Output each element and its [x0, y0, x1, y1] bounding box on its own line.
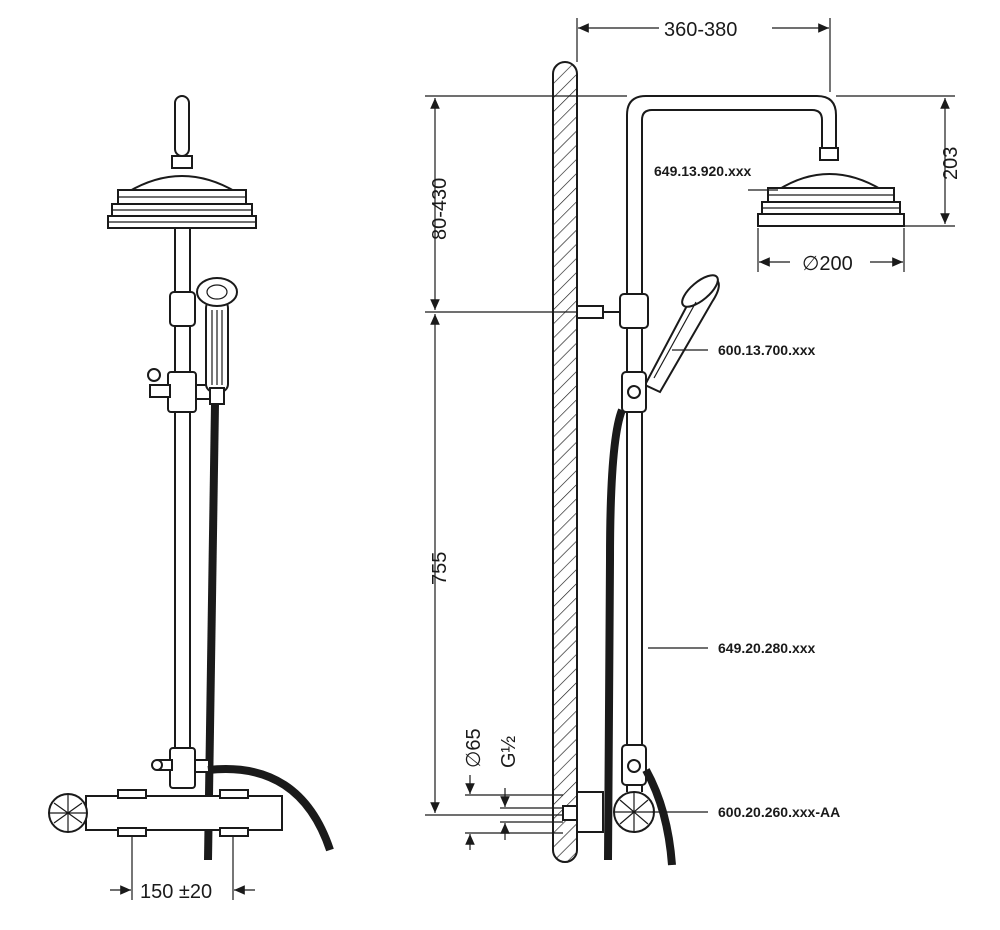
front-shower-head	[107, 175, 257, 229]
front-thermostat	[48, 789, 283, 837]
height-dimensions	[425, 95, 627, 816]
projection-dimension	[576, 18, 831, 92]
head-diameter-dimension	[757, 228, 905, 272]
head-drop-dimension	[836, 95, 955, 227]
thermostat-part-number: 600.20.260.xxx-AA	[718, 804, 840, 820]
front-lower-coupling	[151, 747, 210, 789]
hand-shower-part-number: 600.13.700.xxx	[718, 342, 816, 358]
side-arm-inner	[641, 109, 823, 792]
side-hand-shower	[643, 274, 720, 394]
wall-section	[552, 61, 578, 863]
outlet-dimensions	[465, 775, 563, 850]
head-height-range-label: 80-430	[429, 178, 451, 240]
outlet-diameter-label: ∅65	[463, 728, 485, 768]
shower-head-part-number: 649.13.920.xxx	[654, 163, 752, 179]
side-thermostat	[562, 791, 655, 833]
side-shower-head	[757, 173, 905, 227]
front-upper-coupling	[169, 291, 196, 327]
bar-spacing-label: 150 ±20	[140, 881, 212, 903]
bar-length-label: 755	[429, 552, 451, 585]
front-view: 150 ±20	[48, 95, 334, 903]
front-stem-nut	[171, 155, 193, 169]
side-arm-outer	[626, 95, 837, 792]
side-view: 360-380 203 ∅200 80-430 755	[425, 18, 962, 866]
head-diameter-label: ∅200	[802, 253, 853, 275]
riser-rail-part-number: 649.20.280.xxx	[718, 640, 816, 656]
front-outlet-hose	[207, 765, 334, 852]
front-hand-shower	[196, 277, 238, 405]
front-slider	[147, 368, 215, 413]
front-top-stem	[174, 95, 190, 157]
side-head-nut	[819, 147, 839, 161]
side-outlet-hose	[642, 768, 676, 866]
head-drop-label: 203	[940, 147, 962, 180]
thread-label: G½	[498, 735, 520, 768]
projection-label: 360-380	[664, 19, 737, 41]
front-spacing-dimension	[110, 836, 255, 900]
side-hose	[604, 408, 626, 861]
front-hose	[204, 403, 219, 861]
side-wall-bracket	[576, 293, 649, 329]
